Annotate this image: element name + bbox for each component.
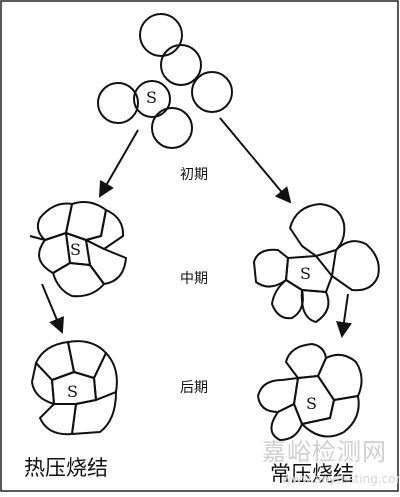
center-label-hot-middle: S xyxy=(70,240,81,259)
grain xyxy=(253,248,289,288)
grain xyxy=(31,362,55,405)
normal-late-cluster xyxy=(257,343,363,441)
grain xyxy=(270,403,303,441)
center-label-hot-late: S xyxy=(67,382,78,401)
center-grain xyxy=(65,232,91,266)
arrow-initial-to-hot-middle xyxy=(99,129,139,198)
center-particle xyxy=(133,80,171,118)
watermark-text: 嘉峪检测网 xyxy=(262,438,387,466)
center-label-normal-late: S xyxy=(306,394,317,413)
arrow-hot-middle-to-late xyxy=(41,283,64,334)
stage-label-initial: 初期 xyxy=(180,167,208,183)
arrows xyxy=(41,117,352,338)
center-grain xyxy=(285,255,333,293)
grain-boundary xyxy=(29,235,46,241)
center-label-initial: S xyxy=(146,88,157,107)
grain xyxy=(257,377,299,413)
particle xyxy=(97,82,139,124)
particle xyxy=(139,13,183,57)
label-normal-pressure-sintering: 常压烧结 xyxy=(270,462,354,486)
particle xyxy=(151,107,193,149)
center-grain xyxy=(51,371,97,405)
grain xyxy=(71,391,117,435)
arrow-initial-to-normal-middle xyxy=(219,117,292,204)
grain xyxy=(52,262,105,298)
label-hot-press-sintering: 热压烧结 xyxy=(24,456,108,480)
grain xyxy=(331,240,380,292)
hot-late-cluster xyxy=(31,340,118,436)
watermark-url: www.anytesting.com xyxy=(282,472,400,486)
center-label-normal-middle: S xyxy=(300,264,311,283)
stage-label-middle: 中期 xyxy=(180,271,208,287)
grain xyxy=(39,403,77,436)
initial-stage-cluster xyxy=(97,13,233,149)
grain xyxy=(289,203,346,257)
grain xyxy=(317,353,363,401)
center-grain xyxy=(293,375,335,425)
arrow-normal-middle-to-late xyxy=(336,293,352,338)
particle xyxy=(160,44,202,86)
stage-label-late: 后期 xyxy=(180,380,208,396)
hot-middle-cluster xyxy=(29,201,127,298)
particle xyxy=(191,71,233,113)
normal-middle-cluster xyxy=(253,203,380,323)
grain xyxy=(300,289,330,323)
grain xyxy=(301,395,360,438)
